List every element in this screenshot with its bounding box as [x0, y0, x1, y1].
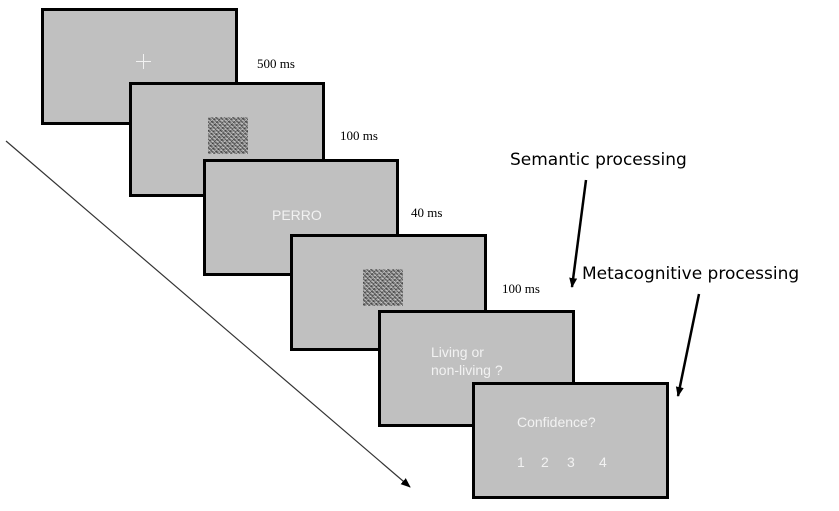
confidence-screen: Confidence? 1 2 3 4	[472, 382, 669, 499]
confidence-option-2: 2	[541, 454, 549, 470]
semantic-arrow	[569, 179, 588, 288]
metacognitive-processing-label: Metacognitive processing	[582, 264, 800, 284]
timeline-arrow	[5, 140, 411, 488]
duration-word: 40 ms	[411, 205, 443, 220]
duration-backward-mask: 100 ms	[502, 281, 540, 296]
question-line-2: non-living ?	[431, 362, 503, 378]
fixation-cross-icon	[136, 54, 151, 69]
semantic-processing-label: Semantic processing	[510, 150, 687, 170]
question-line-1: Living or	[431, 344, 484, 360]
noise-mask-icon	[208, 117, 248, 154]
confidence-prompt: Confidence?	[517, 414, 596, 430]
confidence-option-3: 3	[567, 454, 575, 470]
duration-fixation: 500 ms	[257, 56, 295, 71]
metacognitive-arrow	[675, 293, 701, 397]
noise-mask-icon	[363, 269, 403, 306]
confidence-option-1: 1	[517, 454, 525, 470]
target-word: PERRO	[272, 207, 322, 223]
duration-forward-mask: 100 ms	[340, 128, 378, 143]
confidence-option-4: 4	[599, 454, 607, 470]
